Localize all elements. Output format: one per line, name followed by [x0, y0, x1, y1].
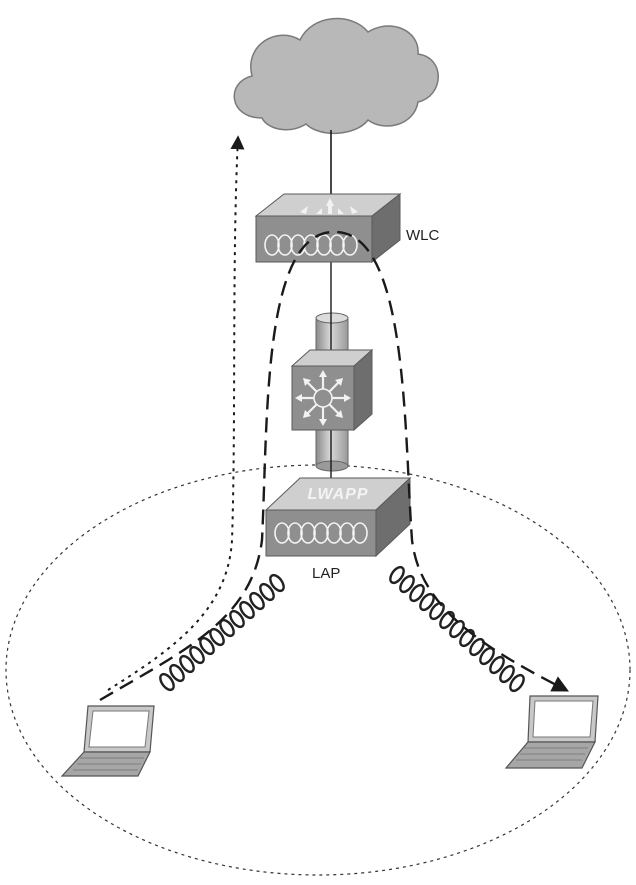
- wlc-label: WLC: [406, 227, 440, 244]
- cloud-icon: [233, 17, 439, 135]
- wlc-icon: [254, 192, 402, 264]
- laptop-icon: [504, 695, 599, 769]
- switch-icon: [290, 348, 374, 432]
- wireless-link-right: [389, 565, 525, 693]
- lwapp-faceplate-label: LWAPP: [307, 486, 368, 503]
- lap-label: LAP: [312, 565, 340, 582]
- coverage-area: [5, 464, 631, 876]
- laptop-icon: [60, 705, 155, 777]
- lap-icon: LWAPP: [264, 476, 412, 558]
- wireless-link-left: [159, 573, 285, 692]
- dotted-path-to-cloud: [107, 135, 245, 691]
- dashed-path-client-to-client: [99, 230, 569, 702]
